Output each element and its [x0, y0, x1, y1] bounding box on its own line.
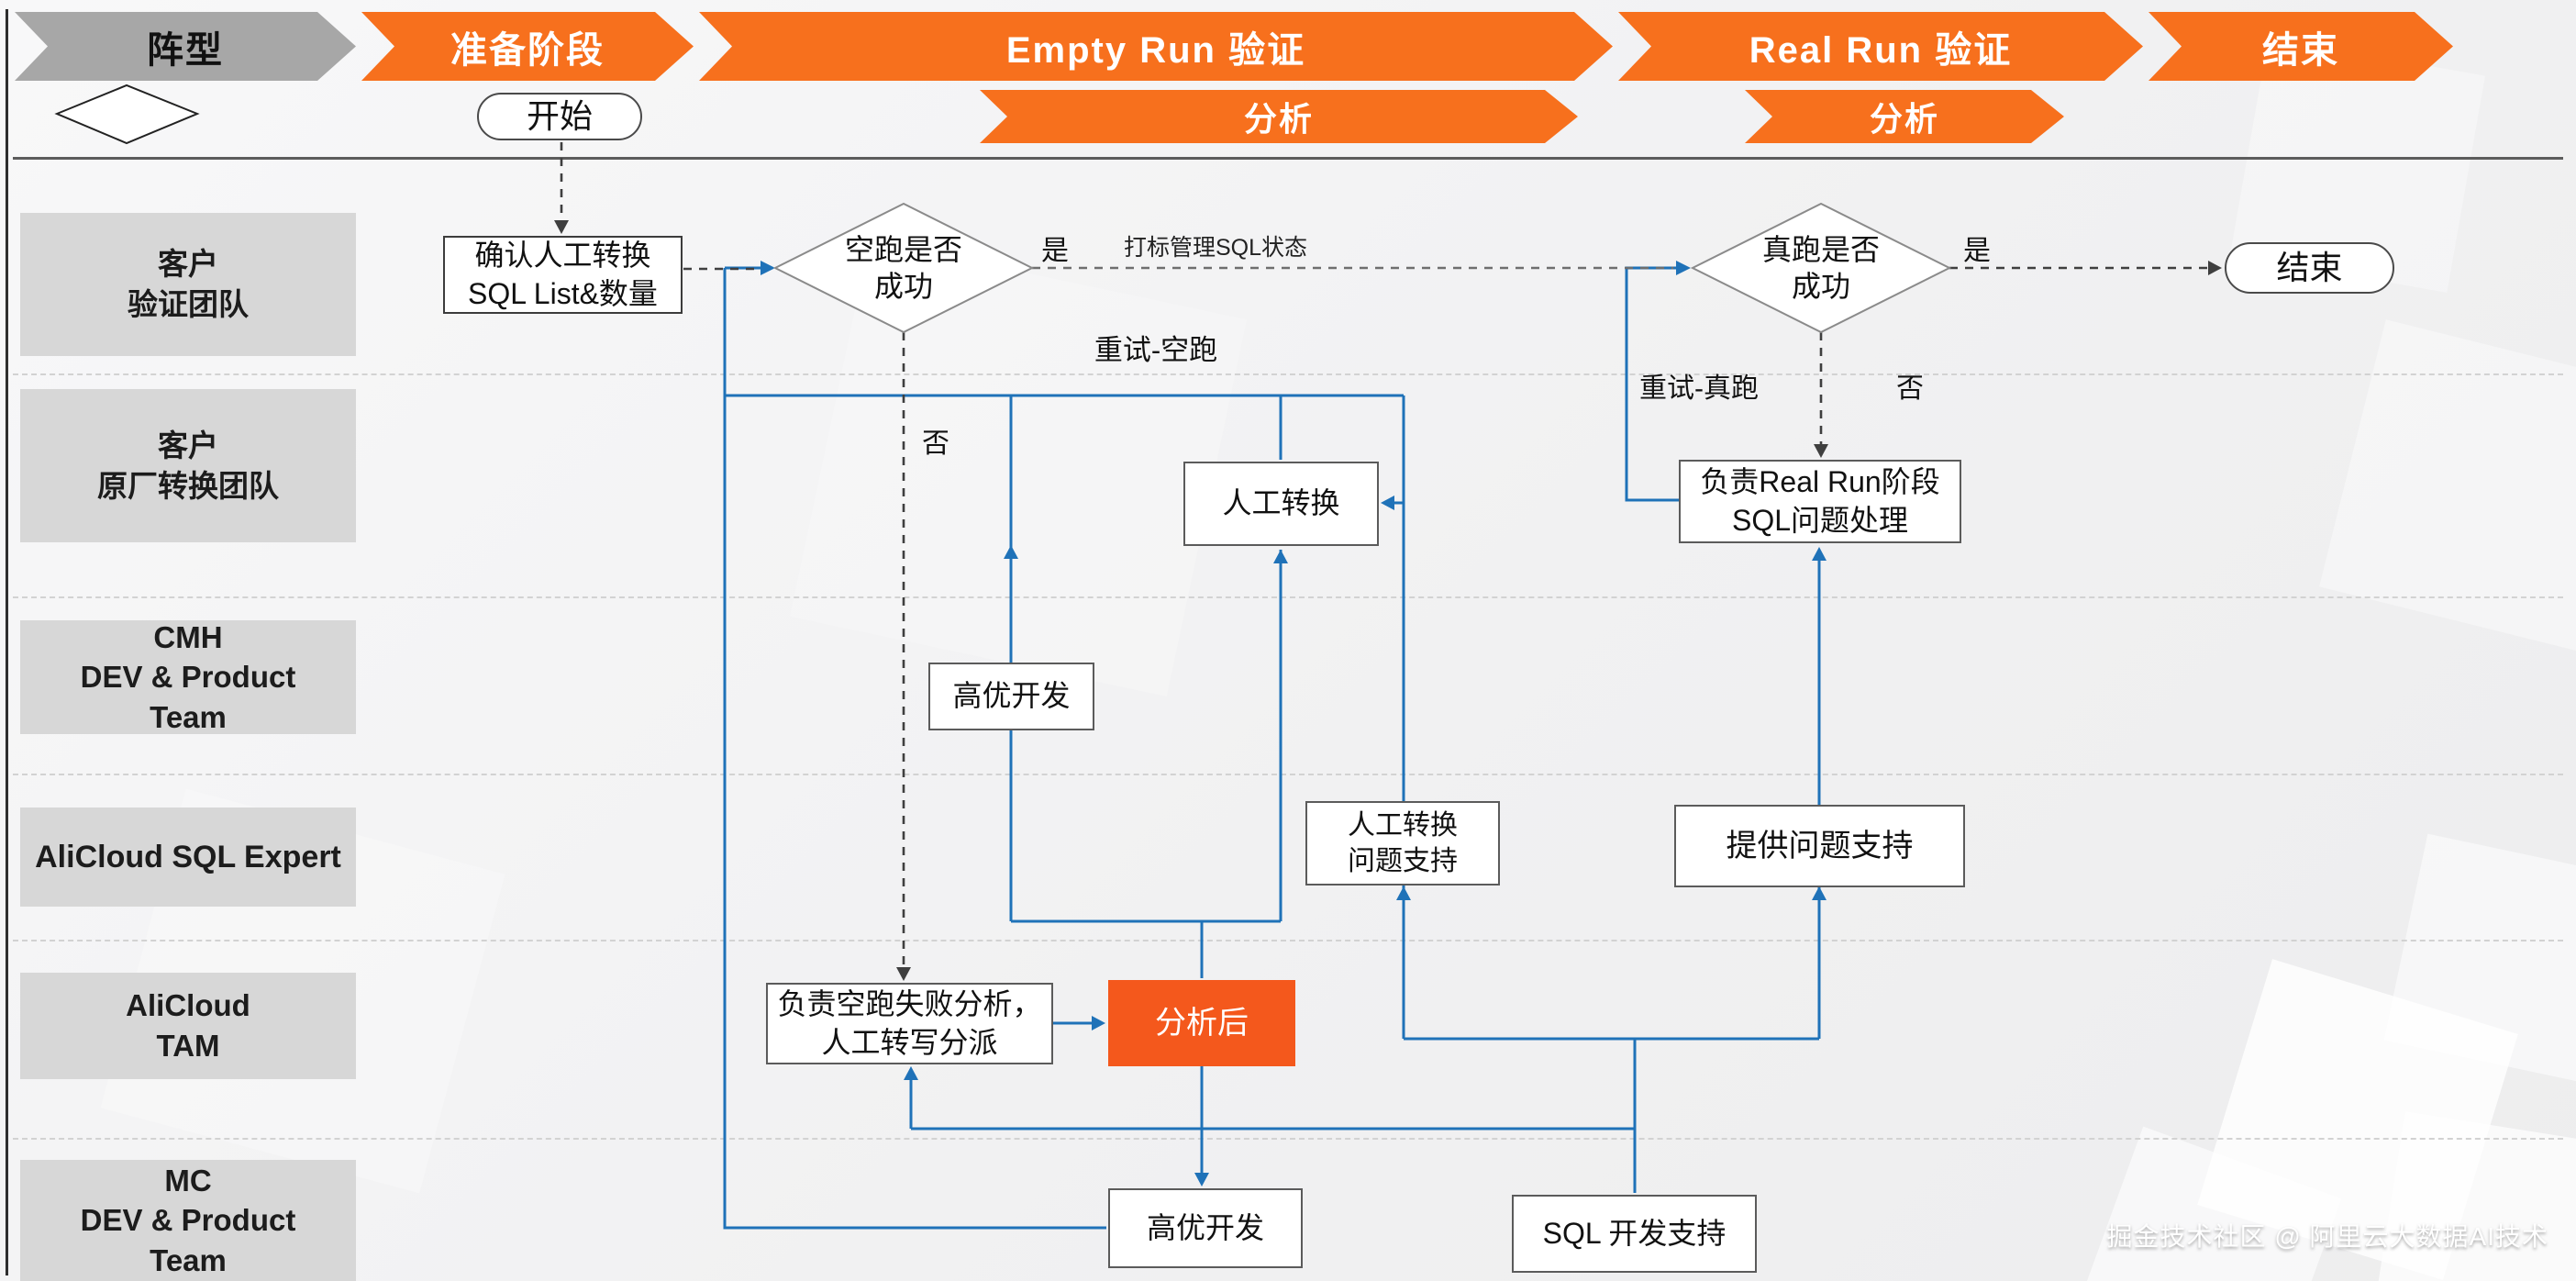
- legend-diamond-shape: [54, 84, 200, 145]
- subphase-label: 分析: [1243, 100, 1314, 138]
- after-analysis-node: 分析后: [1108, 980, 1295, 1066]
- subphase-label: 分析: [1869, 100, 1939, 138]
- phase-chevron-finish: 结束: [2149, 12, 2453, 81]
- manual-convert-node: 人工转换: [1183, 462, 1379, 546]
- edge-label-mark-sql: 打标管理SQL状态: [1123, 235, 1308, 261]
- lane-divider: [13, 940, 2563, 941]
- edge-bus-b: [909, 1072, 1635, 1131]
- phase-label: 准备阶段: [450, 29, 605, 71]
- left-border-line: [6, 9, 8, 1275]
- phase-label: Empty Run 验证: [1005, 29, 1306, 71]
- lane-divider: [13, 774, 2563, 775]
- lane-mc-dev-product: MC DEV & Product Team: [20, 1160, 356, 1281]
- bg-tile: [789, 239, 1248, 697]
- empty-fail-analysis-node: 负责空跑失败分析， 人工转写分派: [766, 983, 1053, 1064]
- edge-label-no-empty: 否: [922, 429, 949, 459]
- manual-convert-support-node: 人工转换 问题支持: [1305, 801, 1500, 886]
- lane-customer-verify: 客户 验证团队: [20, 213, 356, 356]
- edge-label-retry-empty: 重试-空跑: [1094, 334, 1218, 366]
- watermark-text: 掘金技术社区 @ 阿里云大数据AI技术: [2106, 1222, 2548, 1251]
- edge-label-retry-real: 重试-真跑: [1639, 373, 1759, 404]
- sql-dev-support-node: SQL 开发支持: [1512, 1195, 1757, 1273]
- lane-alicloud-tam: AliCloud TAM: [20, 973, 356, 1079]
- start-node: 开始: [477, 93, 642, 140]
- empty-run-decision-label: 空跑是否 成功: [844, 233, 962, 303]
- phase-chevron-prepare: 准备阶段: [361, 12, 694, 81]
- subphase-analysis-real: 分析: [1745, 90, 2064, 143]
- edge-label-no-real: 否: [1896, 373, 1924, 404]
- edge-bus-c: [1404, 1037, 1819, 1193]
- confirm-sql-list-node: 确认人工转换 SQL List&数量: [443, 236, 683, 314]
- real-run-handle-node: 负责Real Run阶段 SQL问题处理: [1679, 460, 1961, 543]
- lane-alicloud-sql-expert: AliCloud SQL Expert: [20, 808, 356, 907]
- phase-label: 阵型: [147, 29, 224, 71]
- phase-chevron-empty-run: Empty Run 验证: [699, 12, 1613, 81]
- phase-chevron-formation: 阵型: [15, 12, 356, 81]
- high-prio-dev-top-node: 高优开发: [928, 663, 1094, 730]
- lane-divider: [13, 373, 2563, 375]
- header-divider-line: [13, 157, 2563, 160]
- end-node: 结束: [2225, 242, 2394, 294]
- lane-customer-original: 客户 原厂转换团队: [20, 389, 356, 542]
- subphase-analysis-empty: 分析: [980, 90, 1578, 143]
- phase-chevron-real-run: Real Run 验证: [1618, 12, 2143, 81]
- edge-label-yes-empty: 是: [1041, 236, 1069, 266]
- high-prio-dev-bottom-node: 高优开发: [1108, 1188, 1303, 1268]
- real-run-decision-label: 真跑是否 成功: [1761, 233, 1880, 303]
- bg-tile: [2319, 319, 2576, 653]
- phase-label: 结束: [2262, 29, 2339, 71]
- lane-divider: [13, 1138, 2563, 1140]
- phase-label: Real Run 验证: [1749, 29, 2013, 71]
- lane-cmh-dev-product: CMH DEV & Product Team: [20, 620, 356, 734]
- edge-label-yes-real: 是: [1963, 236, 1991, 266]
- lane-divider: [13, 596, 2563, 598]
- provide-support-node: 提供问题支持: [1674, 805, 1965, 887]
